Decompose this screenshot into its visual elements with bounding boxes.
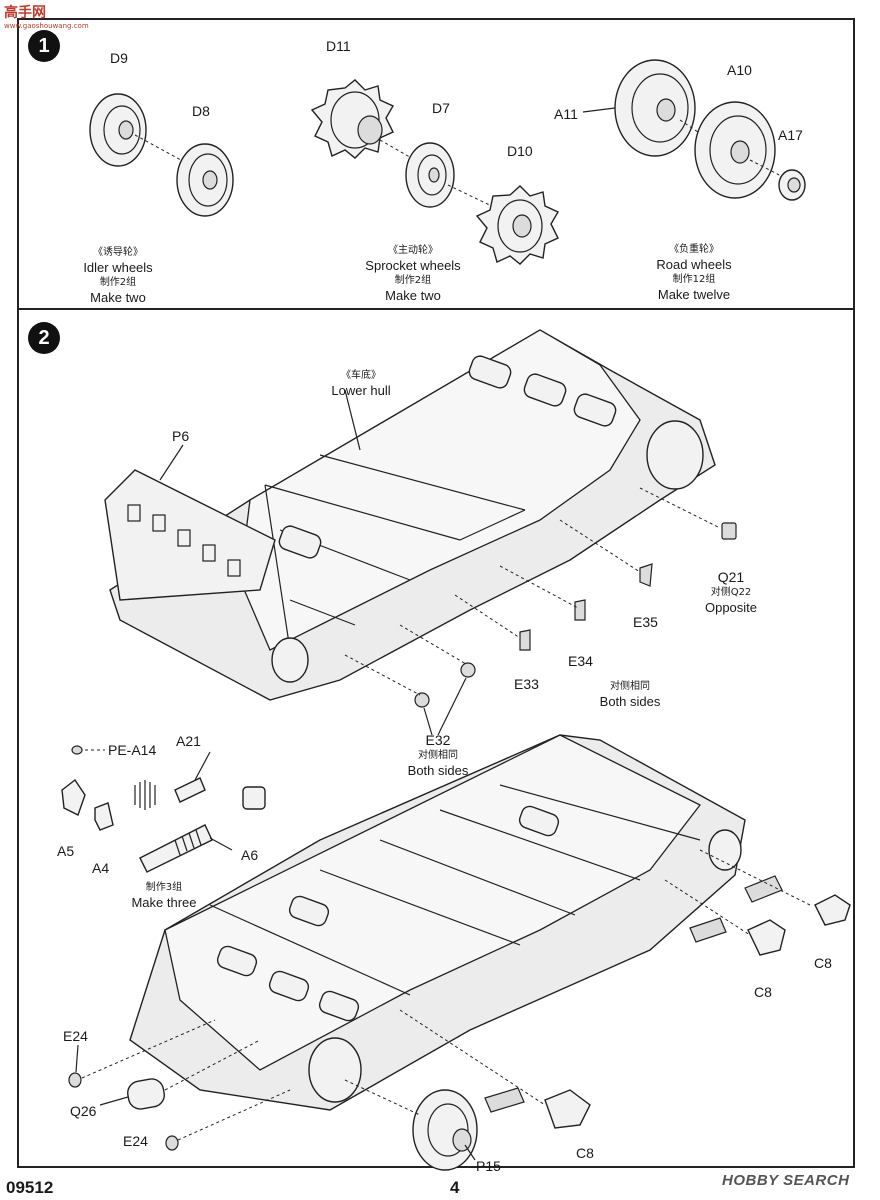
part-c8-b bbox=[689, 917, 786, 956]
label-p15: P15 bbox=[476, 1158, 501, 1174]
part-a10-road-wheel bbox=[694, 101, 776, 199]
caption-sprocket-wheels: 《主动轮》 Sprocket wheels 制作2组 Make two bbox=[365, 245, 461, 303]
label-d10: D10 bbox=[507, 143, 533, 159]
label-d7: D7 bbox=[432, 100, 450, 116]
part-a21 bbox=[174, 777, 206, 803]
part-e24-a bbox=[68, 1072, 82, 1088]
part-e35 bbox=[639, 563, 653, 587]
part-c8-a bbox=[744, 875, 851, 926]
part-p15 bbox=[412, 1089, 478, 1171]
label-a5: A5 bbox=[57, 843, 75, 859]
glue-icon bbox=[134, 780, 156, 810]
kit-code: 09512 bbox=[6, 1178, 54, 1197]
label-p6: P6 bbox=[172, 428, 190, 444]
label-a10: A10 bbox=[727, 62, 752, 78]
caption-idler-wheels: 《诱导轮》 Idler wheels 制作2组 Make two bbox=[83, 247, 153, 305]
part-d10-sprocket bbox=[475, 185, 559, 265]
label-e35: E35 bbox=[633, 614, 658, 630]
label-pe-a14: PE-A14 bbox=[108, 742, 157, 758]
label-d9: D9 bbox=[110, 50, 128, 66]
step-1-badge: 1 bbox=[28, 30, 60, 62]
part-a11-road-wheel bbox=[614, 59, 696, 157]
label-q21-group: Q21 对侧Q22 Opposite bbox=[704, 569, 758, 616]
label-c8-a: C8 bbox=[814, 955, 832, 971]
lower-hull-upper-view bbox=[104, 329, 716, 701]
label-e34: E34 bbox=[568, 653, 593, 669]
caption-road-wheels: 《负重轮》 Road wheels 制作12组 Make twelve bbox=[656, 244, 732, 302]
part-e32-b bbox=[414, 692, 430, 708]
caption-lower-hull: 《车底》 Lower hull bbox=[331, 370, 391, 398]
label-a4: A4 bbox=[92, 860, 110, 876]
watermark-text: HOBBY SEARCH bbox=[722, 1172, 850, 1189]
part-a6-spring bbox=[139, 824, 213, 873]
label-c8-b: C8 bbox=[754, 984, 772, 1000]
part-d9-idler-half bbox=[89, 93, 147, 167]
part-c8-c bbox=[484, 1087, 591, 1129]
part-d11-sprocket bbox=[310, 79, 394, 159]
part-e24-b bbox=[165, 1135, 179, 1151]
label-q26: Q26 bbox=[70, 1103, 97, 1119]
site-logo: 高手网 www.gaoshouwang.com bbox=[4, 5, 89, 30]
part-e34 bbox=[574, 599, 586, 621]
part-d7-sprocket-plate bbox=[405, 142, 455, 208]
label-e24-b: E24 bbox=[123, 1133, 148, 1149]
part-pe-a14 bbox=[71, 745, 83, 755]
label-a17: A17 bbox=[778, 127, 803, 143]
part-a4 bbox=[94, 802, 114, 831]
part-a17-hub-cap bbox=[778, 169, 806, 201]
part-d8-idler-half bbox=[176, 143, 234, 217]
caption-make-three: 制作3组 Make three bbox=[131, 882, 197, 910]
caption-both-sides-1: 对侧相同 Both sides bbox=[599, 681, 661, 709]
label-e33: E33 bbox=[514, 676, 539, 692]
label-e24-a: E24 bbox=[63, 1028, 88, 1044]
label-a6: A6 bbox=[241, 847, 259, 863]
part-e33 bbox=[519, 629, 531, 651]
part-q26 bbox=[127, 1078, 165, 1110]
label-a11: A11 bbox=[554, 106, 578, 122]
label-c8-c: C8 bbox=[576, 1145, 594, 1161]
caption-e32-both-sides: E32 对侧相同 Both sides bbox=[407, 732, 469, 779]
label-d11: D11 bbox=[326, 38, 351, 54]
label-d8: D8 bbox=[192, 103, 210, 119]
part-a5 bbox=[61, 778, 86, 816]
part-a6-cap bbox=[242, 786, 266, 810]
page-number: 4 bbox=[450, 1178, 460, 1197]
part-e32-a bbox=[460, 662, 476, 678]
lower-hull-lower-view bbox=[129, 734, 746, 1111]
step-2-badge: 2 bbox=[28, 322, 60, 354]
part-q21 bbox=[721, 522, 737, 540]
label-a21: A21 bbox=[176, 733, 201, 749]
